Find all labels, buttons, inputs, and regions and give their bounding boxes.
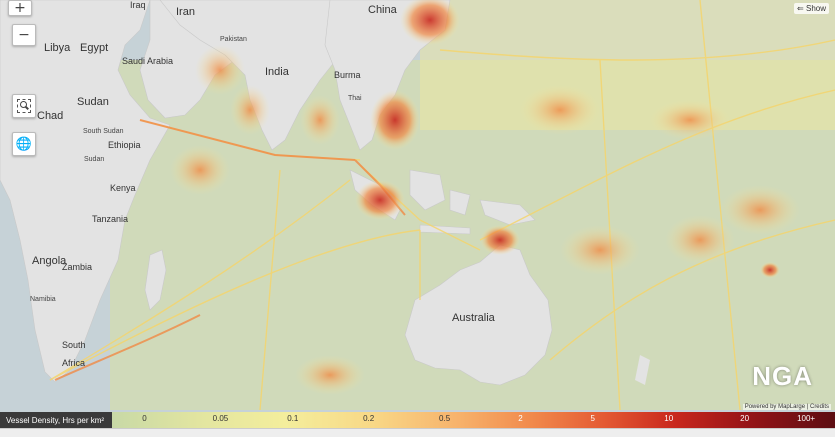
label-pakistan: Pakistan xyxy=(220,36,247,43)
legend-tick: 100+ xyxy=(797,414,816,423)
globe-icon: 🌐 xyxy=(15,136,33,152)
zoom-in-button[interactable]: + xyxy=(8,0,32,16)
show-label: Show xyxy=(805,4,826,13)
legend-tick: 5 xyxy=(590,414,596,423)
africa-landmass xyxy=(0,0,171,383)
legend-tick: 0 xyxy=(142,414,147,423)
label-tanzania: Tanzania xyxy=(92,214,129,224)
label-ethiopia: Ethiopia xyxy=(108,140,141,150)
legend-tick: 0.2 xyxy=(363,414,375,423)
density-wash-north xyxy=(420,0,835,130)
label-thailand: Thai xyxy=(348,95,362,102)
label-libya: Libya xyxy=(44,42,71,54)
hotspot-india-west xyxy=(230,85,270,135)
label-australia: Australia xyxy=(452,312,495,324)
label-south: South xyxy=(62,340,86,350)
hotspot-pacific-3 xyxy=(720,185,800,235)
hotspot-bay-of-bengal xyxy=(300,95,340,145)
label-india: India xyxy=(265,66,289,78)
label-south-sudan: South Sudan xyxy=(83,128,124,135)
zoom-extent-icon xyxy=(17,99,31,113)
arrow-left-icon: ⇐ xyxy=(797,4,804,13)
legend-tick: 0.5 xyxy=(439,414,451,423)
legend-tick: 20 xyxy=(740,414,750,423)
label-china: China xyxy=(368,4,397,16)
legend-tick: 0.1 xyxy=(287,414,299,423)
label-iraq: Iraq xyxy=(130,0,146,10)
label-kenya: Kenya xyxy=(110,183,136,193)
nga-logo: NGA xyxy=(752,361,813,391)
new-zealand xyxy=(635,355,650,385)
time-slider-track[interactable] xyxy=(0,428,835,437)
label-burma: Burma xyxy=(334,70,361,80)
label-zambia: Zambia xyxy=(62,262,93,272)
density-legend: Vessel Density, Hrs per km² 0 0.05 0.1 0… xyxy=(0,412,835,428)
show-panel-button[interactable]: ⇐ Show xyxy=(794,3,829,14)
hotspot-east-china xyxy=(400,0,460,45)
label-chad: Chad xyxy=(37,110,64,122)
hotspot-papua xyxy=(480,225,520,255)
powered-by-credits[interactable]: Powered by MapLarge | Credits xyxy=(742,404,831,410)
hotspot-south-china-sea xyxy=(370,90,420,150)
hotspot-indian-ocean xyxy=(170,145,230,195)
label-sudan-small: Sudan xyxy=(84,156,105,163)
hotspot-malacca xyxy=(355,180,405,220)
label-iran: Iran xyxy=(176,6,195,18)
label-saudi-arabia: Saudi Arabia xyxy=(122,56,174,66)
label-africa: Africa xyxy=(62,358,86,368)
madagascar xyxy=(144,249,167,311)
australia-landmass xyxy=(404,244,553,386)
zoom-out-button[interactable]: − xyxy=(12,24,36,46)
label-egypt: Egypt xyxy=(80,42,109,54)
globe-button[interactable]: 🌐 xyxy=(12,132,36,156)
label-namibia: Namibia xyxy=(30,296,56,303)
legend-tick: 2 xyxy=(518,414,523,423)
hotspot-pacific-4 xyxy=(560,225,640,275)
label-angola: Angola xyxy=(32,255,67,267)
legend-tick: 10 xyxy=(664,414,674,423)
legend-title: Vessel Density, Hrs per km² xyxy=(0,412,112,428)
hotspot-pacific-2 xyxy=(650,100,730,140)
hotspot-fiji xyxy=(760,262,780,278)
hotspot-southern-ocean xyxy=(295,355,365,395)
legend-color-bar: 0 0.05 0.1 0.2 0.5 2 5 10 20 100+ xyxy=(112,412,835,428)
hotspot-pacific-5 xyxy=(665,215,735,265)
hotspot-pacific-1 xyxy=(520,85,600,135)
legend-tick: 0.05 xyxy=(212,414,229,423)
hotspot-arabian-sea xyxy=(195,45,245,95)
label-sudan: Sudan xyxy=(77,96,109,108)
zoom-to-extent-button[interactable] xyxy=(12,94,36,118)
